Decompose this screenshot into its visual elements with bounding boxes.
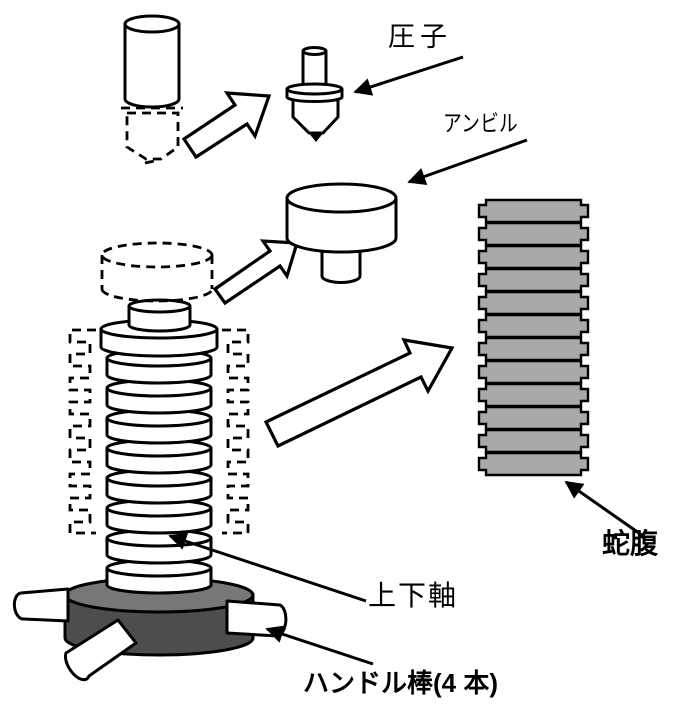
anvil-label: アンビル (443, 111, 518, 136)
dashed-cylinder-outline (100, 241, 214, 303)
handle-rod-front (64, 618, 138, 682)
shaft-disc-stack (99, 298, 219, 595)
stack-top-cylinder (127, 298, 192, 333)
block-arrow-bellows-icon (263, 337, 455, 449)
handle-rods-pointer-arrow (265, 625, 374, 666)
bellows-label: 蛇腹 (602, 528, 659, 559)
indenter-tip (308, 132, 324, 142)
bellows-part (477, 198, 590, 477)
bellows-dashed-outline-right (222, 328, 250, 535)
indenter-label: 圧子 (388, 22, 452, 52)
anvil-pointer-arrow (407, 138, 528, 186)
handle-rods-label: ハンドル棒(4 本) (303, 668, 499, 698)
top-cylinder (123, 14, 181, 109)
bellows-pointer-arrow (564, 480, 647, 540)
indenter-seated-dashed-outline (121, 106, 183, 165)
handle-rod-left (12, 587, 70, 623)
indenter-part (285, 46, 344, 142)
vertical-shaft-label: 上下軸 (368, 581, 459, 612)
block-arrow-top-icon (181, 91, 272, 160)
block-arrow-middle-icon (212, 239, 300, 306)
anvil-part (285, 182, 398, 284)
vertical-shaft-pointer-arrow (168, 532, 367, 603)
indenter-pointer-arrow (353, 55, 464, 96)
bellows-dashed-outline-left (68, 328, 96, 535)
